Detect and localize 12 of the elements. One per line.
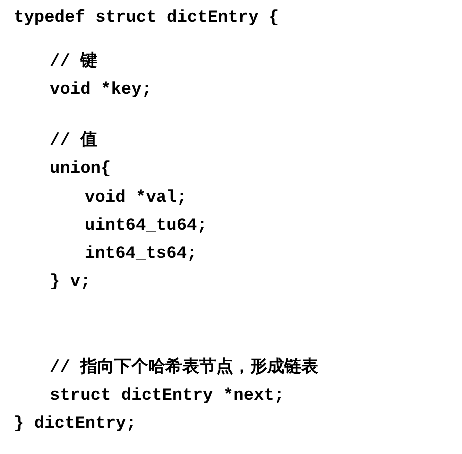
- code-line: typedef struct dictEntry {: [14, 8, 280, 30]
- code-line: } dictEntry;: [14, 414, 136, 436]
- code-line: union{: [50, 159, 112, 181]
- code-line: // 指向下个哈希表节点，形成链表: [50, 358, 319, 380]
- code-line: struct dictEntry *next;: [50, 386, 285, 408]
- code-line: uint64_tu64;: [85, 216, 208, 238]
- code-line: // 值: [50, 131, 98, 153]
- code-line: void *key;: [50, 80, 152, 102]
- code-line: } v;: [50, 272, 91, 294]
- code-line: void *val;: [85, 188, 188, 210]
- code-line: // 键: [50, 52, 98, 74]
- code-line: int64_ts64;: [85, 244, 198, 266]
